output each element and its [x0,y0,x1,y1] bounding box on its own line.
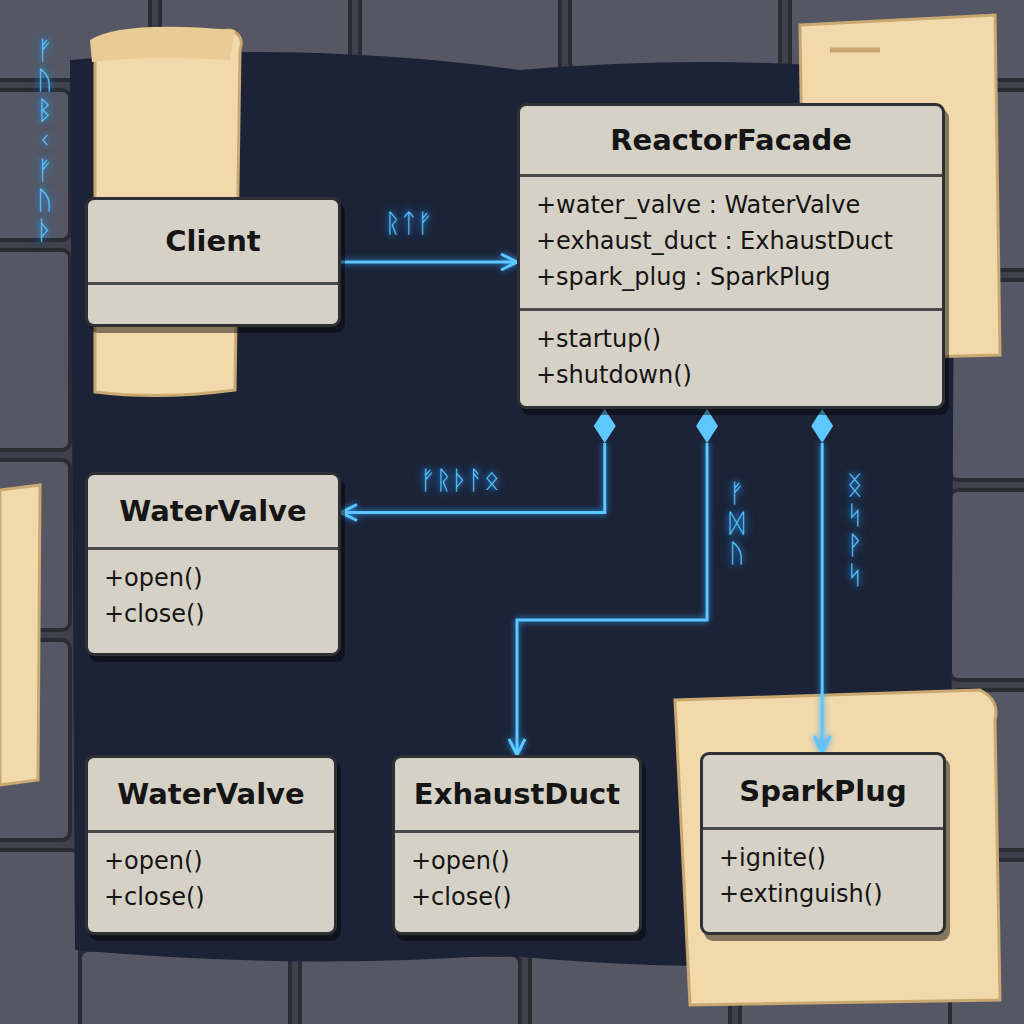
class-name-compartment: ReactorFacade [520,106,942,174]
class-name-compartment: ExhaustDuct [395,758,639,830]
class-name: SparkPlug [739,774,906,808]
class-name: WaterValve [117,777,304,811]
member-compartment: +ignite()+extinguish() [703,827,943,932]
rune-edge-label: ᛝᛋᚹᛋ [840,470,870,590]
uml-class-box: ReactorFacade +water_valve : WaterValve+e… [517,103,945,409]
class-name-compartment: Client [88,200,338,282]
class-member: +close() [104,879,318,915]
class-member: +spark_plug : SparkPlug [536,259,926,295]
class-member: +open() [104,560,322,596]
class-member: +water_valve : WaterValve [536,187,926,223]
composition-connector [517,409,718,755]
class-member: +open() [104,843,318,879]
class-name-compartment: WaterValve [88,758,334,830]
class-member: +exhaust_duct : ExhaustDuct [536,223,926,259]
composition-diamond [696,409,718,443]
connector-line [517,443,707,755]
member-compartment: +startup()+shutdown() [520,308,942,406]
class-member: +close() [411,879,623,915]
class-name: Client [165,224,260,258]
uml-class-box: Client [85,197,341,327]
member-compartment: +water_valve : WaterValve+exhaust_duct :… [520,174,942,308]
class-member: +close() [104,596,322,632]
connector-line [821,443,824,752]
composition-connector [341,262,517,263]
uml-class-box: ExhaustDuct +open()+close() [392,755,642,935]
connector-line [341,443,605,512]
class-name: ReactorFacade [610,123,852,157]
class-name: ExhaustDuct [414,777,620,811]
uml-class-box: WaterValve +open()+close() [85,755,337,935]
class-name: WaterValve [119,494,306,528]
rune-edge-label: ᚠᚱᚦᚨᛟ [420,465,500,495]
uml-class-box: WaterValve +open()+close() [85,472,341,656]
composition-diamond [594,409,616,443]
member-compartment [88,282,338,324]
class-member: +extinguish() [719,876,927,912]
member-compartment: +open()+close() [88,547,338,653]
uml-class-box: SparkPlug +ignite()+extinguish() [700,752,946,935]
class-member: +shutdown() [536,357,926,393]
class-member: +ignite() [719,840,927,876]
connector-line [341,261,517,264]
member-compartment: +open()+close() [88,830,334,932]
rune-inscription: ᚠᚢᛒᚲᚠᚢᚦ [30,35,60,245]
composition-connector [811,409,833,752]
composition-diamond [811,409,833,443]
member-compartment: +open()+close() [395,830,639,932]
class-member: +startup() [536,321,926,357]
class-member: +open() [411,843,623,879]
class-name-compartment: SparkPlug [703,755,943,827]
composition-connector [341,409,616,512]
class-name-compartment: WaterValve [88,475,338,547]
rune-edge-label: ᚠᛞᚢ [722,478,752,568]
rune-edge-label: ᚱᛏᚠ [385,208,433,238]
